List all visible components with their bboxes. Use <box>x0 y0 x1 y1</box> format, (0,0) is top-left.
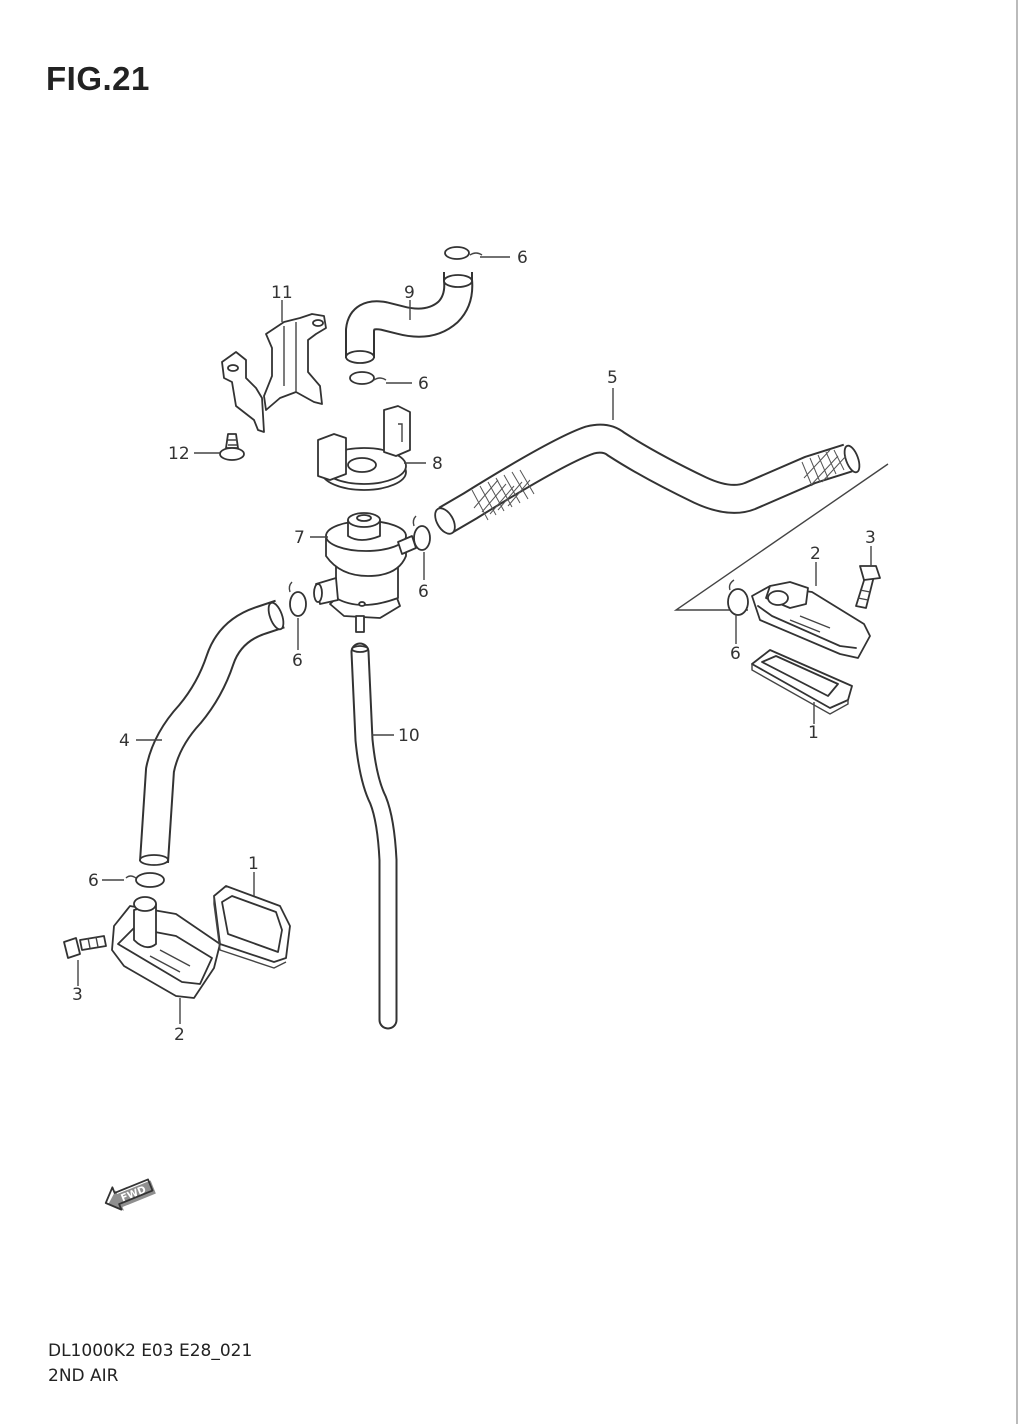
figure-title: FIG.21 <box>46 60 150 97</box>
callout-6-top: 6 <box>517 248 528 268</box>
callout-8: 8 <box>432 454 443 474</box>
callout-2-left: 2 <box>174 1025 185 1045</box>
callout-6-mid: 6 <box>418 374 429 394</box>
reed-valve-part-1-right[interactable] <box>751 649 853 715</box>
bolt-part-3-right[interactable] <box>855 565 881 609</box>
callout-10: 10 <box>398 726 420 746</box>
screw-part-12[interactable] <box>219 433 245 461</box>
hose-part-5[interactable] <box>431 423 862 537</box>
footer-code: DL1000K2 E03 E28_021 <box>48 1341 253 1361</box>
bolt-part-3-left[interactable] <box>63 935 107 959</box>
reed-cover-part-2-right[interactable] <box>751 581 871 659</box>
callout-7: 7 <box>294 528 305 548</box>
callout-1-left: 1 <box>248 854 259 874</box>
clamp-part-6-valve-right[interactable] <box>412 515 431 551</box>
reed-valve-part-1-left[interactable] <box>213 885 291 969</box>
bracket-part-11[interactable] <box>221 313 327 433</box>
callout-2-right: 2 <box>810 544 821 564</box>
clamp-part-6-top[interactable] <box>444 246 483 260</box>
callout-3-left: 3 <box>72 985 83 1005</box>
reed-cover-part-2-left[interactable] <box>111 896 221 999</box>
hose-part-4[interactable] <box>139 599 286 866</box>
page-edge <box>1016 0 1018 1424</box>
hose-part-9[interactable] <box>345 265 474 364</box>
tube-part-10[interactable] <box>350 642 398 1030</box>
callout-6-lower-left: 6 <box>88 871 99 891</box>
callout-3-right: 3 <box>865 528 876 548</box>
callout-6-valve-right: 6 <box>418 582 429 602</box>
guide-line-right <box>673 463 889 611</box>
callout-6-right: 6 <box>730 644 741 664</box>
callout-6-valve-left: 6 <box>292 651 303 671</box>
clamp-part-6-lower-left[interactable] <box>125 872 165 888</box>
fwd-arrow-icon: FWD <box>104 1178 156 1211</box>
footer-name: 2ND AIR <box>48 1366 119 1386</box>
callout-11: 11 <box>271 283 293 303</box>
clamp-part-6-mid[interactable] <box>349 371 387 385</box>
leader-lines <box>77 256 872 1024</box>
clamp-part-6-valve-left[interactable] <box>288 581 307 617</box>
callout-9: 9 <box>404 283 415 303</box>
control-valve-part-7[interactable] <box>313 512 417 633</box>
clamp-part-6-right[interactable] <box>727 579 749 616</box>
callout-4: 4 <box>119 731 130 751</box>
mount-rubber-part-8[interactable] <box>317 405 411 491</box>
callout-12: 12 <box>168 444 190 464</box>
callout-1-right: 1 <box>808 723 819 743</box>
callout-5: 5 <box>607 368 618 388</box>
